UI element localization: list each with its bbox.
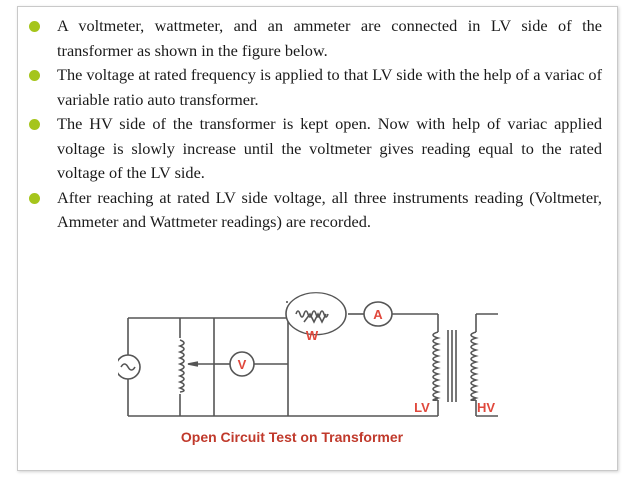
- bullet-dot-icon: [29, 70, 40, 81]
- wattmeter-resistor-icon: [303, 312, 327, 324]
- slide-frame: [17, 6, 618, 471]
- ammeter-label: A: [373, 307, 383, 322]
- transformer-icon: [432, 330, 479, 402]
- wattmeter-coil-icon: [295, 310, 329, 318]
- bullet-text: The voltage at rated frequency is applie…: [57, 65, 602, 109]
- sine-wave-icon: [120, 363, 136, 371]
- bullet-text: After reaching at rated LV side voltage,…: [57, 187, 602, 232]
- bullet-item: After reaching at rated LV side voltage,…: [26, 186, 602, 235]
- ac-source-icon: [118, 354, 141, 380]
- bullet-text: The HV side of the transformer is kept o…: [57, 114, 602, 182]
- open-circuit-test-diagram: V W A LV HV Open Circuit Test on Transfo…: [118, 292, 498, 445]
- variac-coil-icon: [174, 338, 199, 394]
- bullet-dot-icon: [29, 119, 40, 130]
- bullet-dot-icon: [29, 21, 40, 32]
- hv-label: HV: [477, 400, 495, 415]
- ammeter-icon: [363, 301, 393, 327]
- bullet-item: A voltmeter, wattmeter, and an ammeter a…: [26, 14, 602, 63]
- figure-caption: Open Circuit Test on Transformer: [181, 429, 404, 445]
- bullet-text: A voltmeter, wattmeter, and an ammeter a…: [57, 16, 602, 60]
- wattmeter-label: W: [306, 328, 319, 343]
- bullet-dot-icon: [29, 192, 40, 204]
- lv-label: LV: [414, 400, 430, 415]
- bullet-item: The voltage at rated frequency is applie…: [26, 63, 602, 112]
- circuit-wires: [127, 301, 498, 417]
- voltmeter-label: V: [238, 357, 247, 372]
- bullet-item: The HV side of the transformer is kept o…: [26, 112, 602, 186]
- voltmeter-icon: [229, 351, 255, 377]
- bullet-list: A voltmeter, wattmeter, and an ammeter a…: [26, 14, 602, 235]
